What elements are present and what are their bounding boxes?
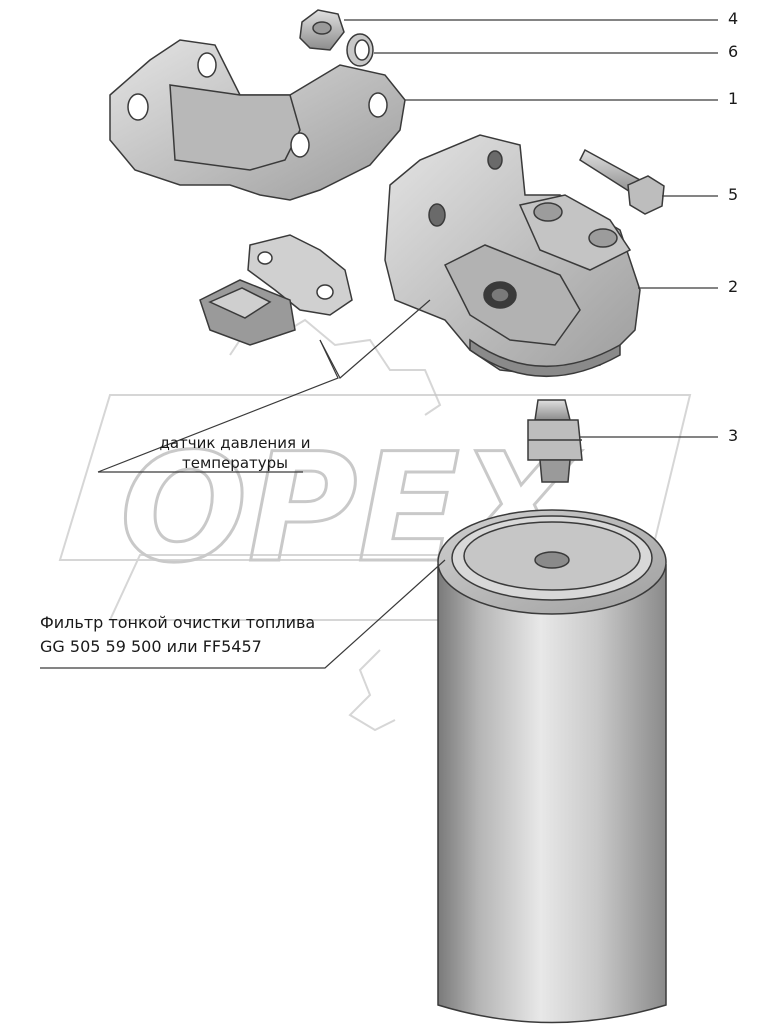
part-2-filter-head (384, 134, 641, 378)
part-1-bracket (109, 39, 406, 201)
leader-lines (40, 19, 718, 669)
sensor-label-line1: датчик давления и (159, 434, 311, 452)
callout-number-3: 3 (728, 426, 739, 445)
callout-number-5: 5 (728, 185, 739, 204)
leader-sensor-2 (319, 299, 431, 379)
part-5-bolt (579, 148, 665, 215)
callout-number-6: 6 (728, 42, 739, 61)
filter-label: Фильтр тонкой очистки топлива GG 505 59 … (40, 611, 315, 659)
fuel-filter-cartridge (437, 509, 667, 1024)
filter-label-line1: Фильтр тонкой очистки топлива (40, 613, 316, 632)
callout-number-2: 2 (728, 277, 739, 296)
part-3-fitting (527, 399, 583, 483)
filter-label-line2: GG 505 59 500 или FF5457 (40, 637, 262, 656)
leader-filter (40, 559, 446, 669)
pressure-temperature-sensor (199, 234, 353, 346)
sensor-label: датчик давления и температуры (150, 433, 320, 473)
callout-number-1: 1 (728, 89, 739, 108)
callout-number-4: 4 (728, 9, 739, 28)
part-6-washer (346, 33, 374, 67)
part-4-nut (299, 9, 345, 51)
sensor-label-line2: температуры (181, 454, 288, 472)
